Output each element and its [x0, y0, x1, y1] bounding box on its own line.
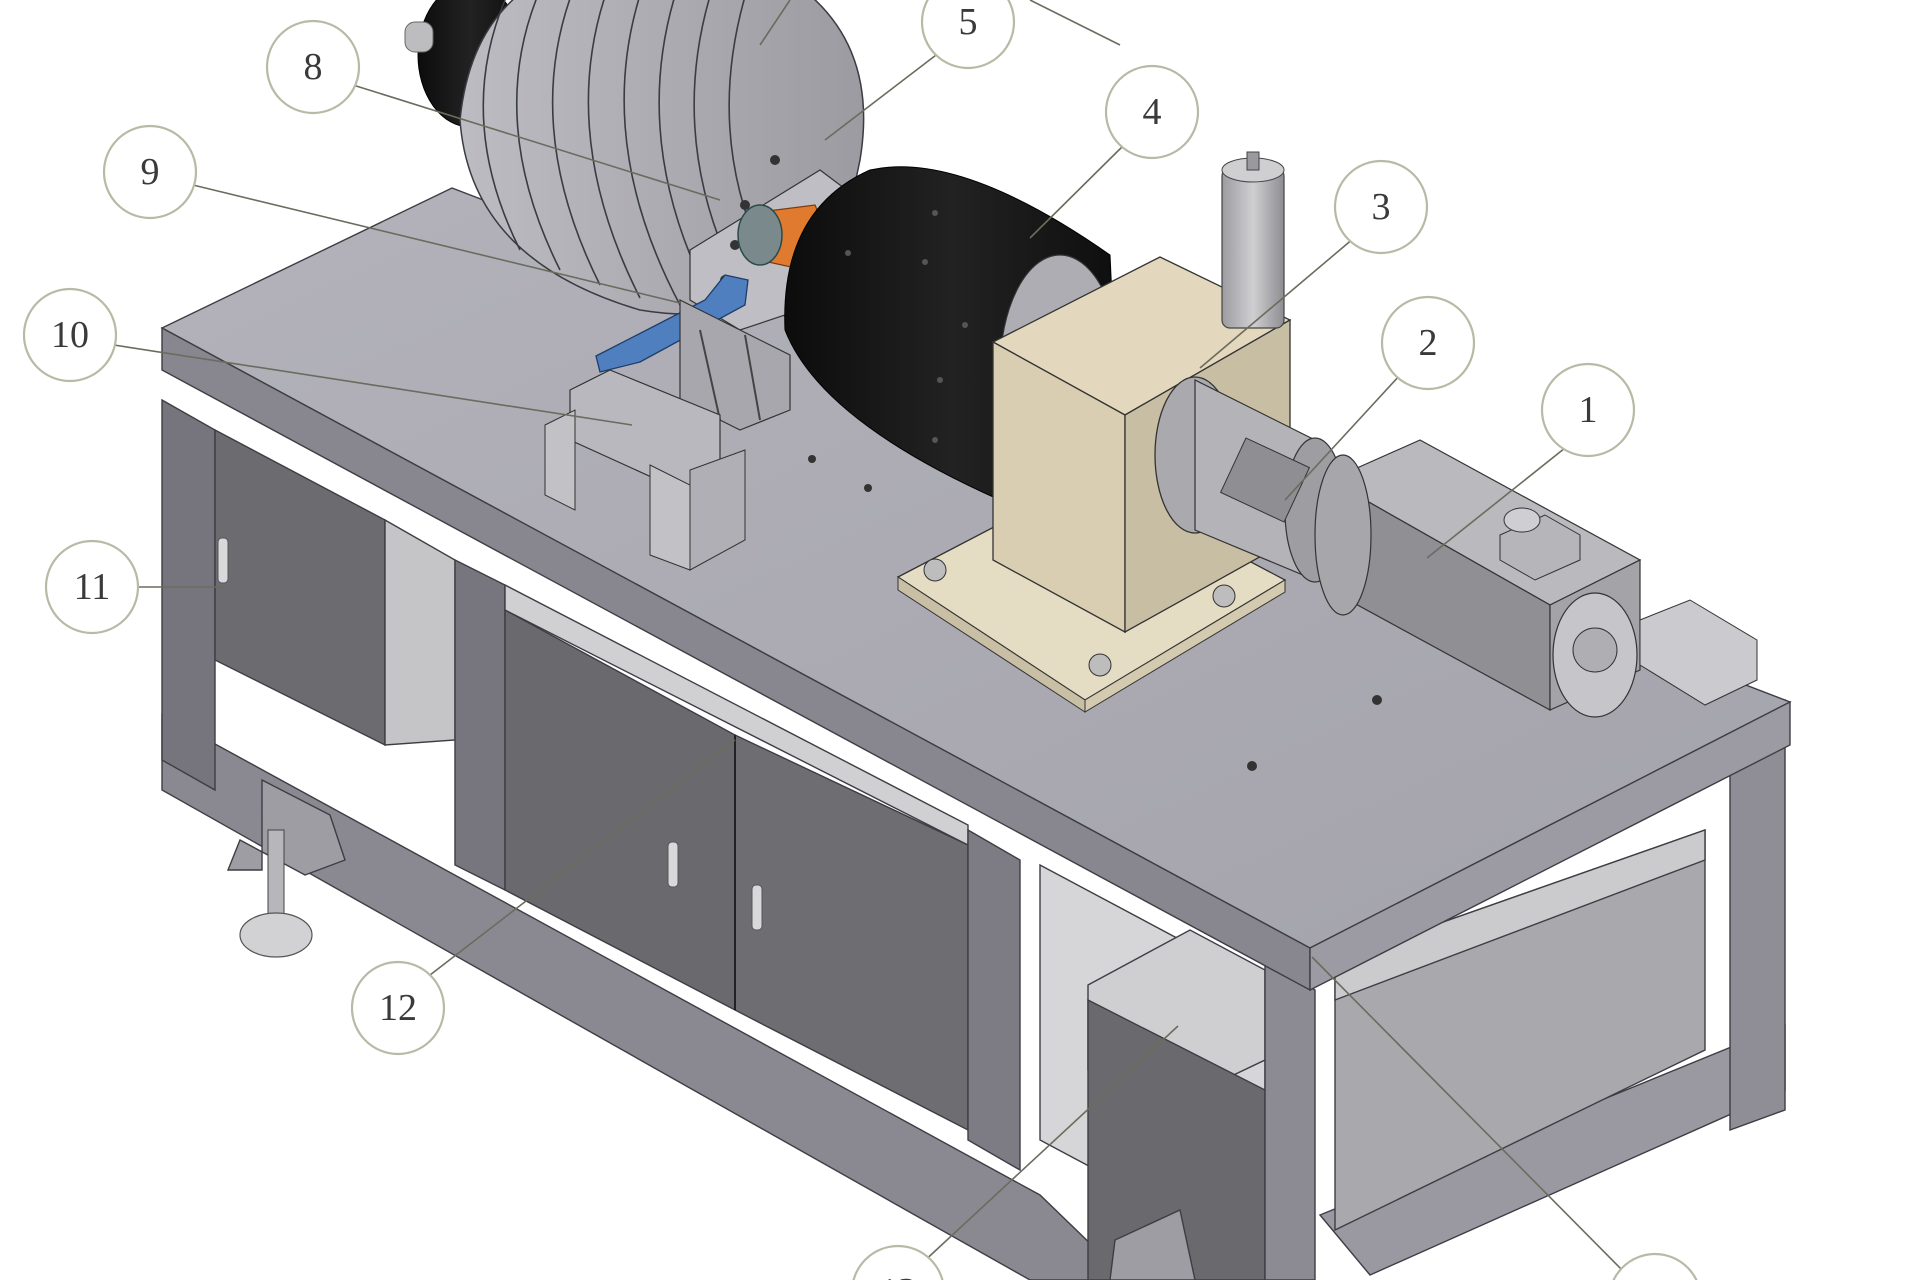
callout-10: 10	[22, 287, 118, 383]
callout-4: 4	[1104, 64, 1200, 160]
callout-8: 8	[265, 19, 361, 115]
leader-lines	[113, 0, 1631, 1279]
leveling-foot	[226, 778, 346, 958]
svg-text:5: 5	[959, 1, 978, 43]
torque-shaft	[1154, 376, 1346, 583]
callout-12: 12	[350, 960, 446, 1056]
callout-5: 5	[920, 0, 1016, 70]
door-handle-right	[751, 884, 763, 931]
svg-text:10: 10	[51, 314, 89, 356]
svg-text:11: 11	[74, 566, 111, 608]
callout-13: 13	[852, 1244, 944, 1280]
svg-text:4: 4	[1143, 91, 1162, 133]
gearbox	[896, 151, 1292, 713]
svg-text:9: 9	[141, 151, 160, 193]
svg-text:2: 2	[1419, 322, 1438, 364]
svg-text:13: 13	[879, 1271, 917, 1280]
svg-text:12: 12	[379, 987, 417, 1029]
servo-motor	[1314, 439, 1758, 718]
coil-assembly	[404, 0, 865, 571]
callout-3: 3	[1333, 159, 1429, 255]
sensor-mount	[544, 369, 746, 571]
svg-text:8: 8	[304, 46, 323, 88]
svg-text:1: 1	[1579, 389, 1598, 431]
callout-1: 1	[1540, 362, 1636, 458]
svg-text:3: 3	[1372, 186, 1391, 228]
door-handle-side	[217, 537, 229, 584]
callout-11: 11	[44, 539, 140, 635]
callout-14: 14	[1612, 1252, 1698, 1280]
door-handle-left	[667, 841, 679, 888]
callout-9: 9	[102, 124, 198, 220]
callout-2: 2	[1380, 295, 1476, 391]
